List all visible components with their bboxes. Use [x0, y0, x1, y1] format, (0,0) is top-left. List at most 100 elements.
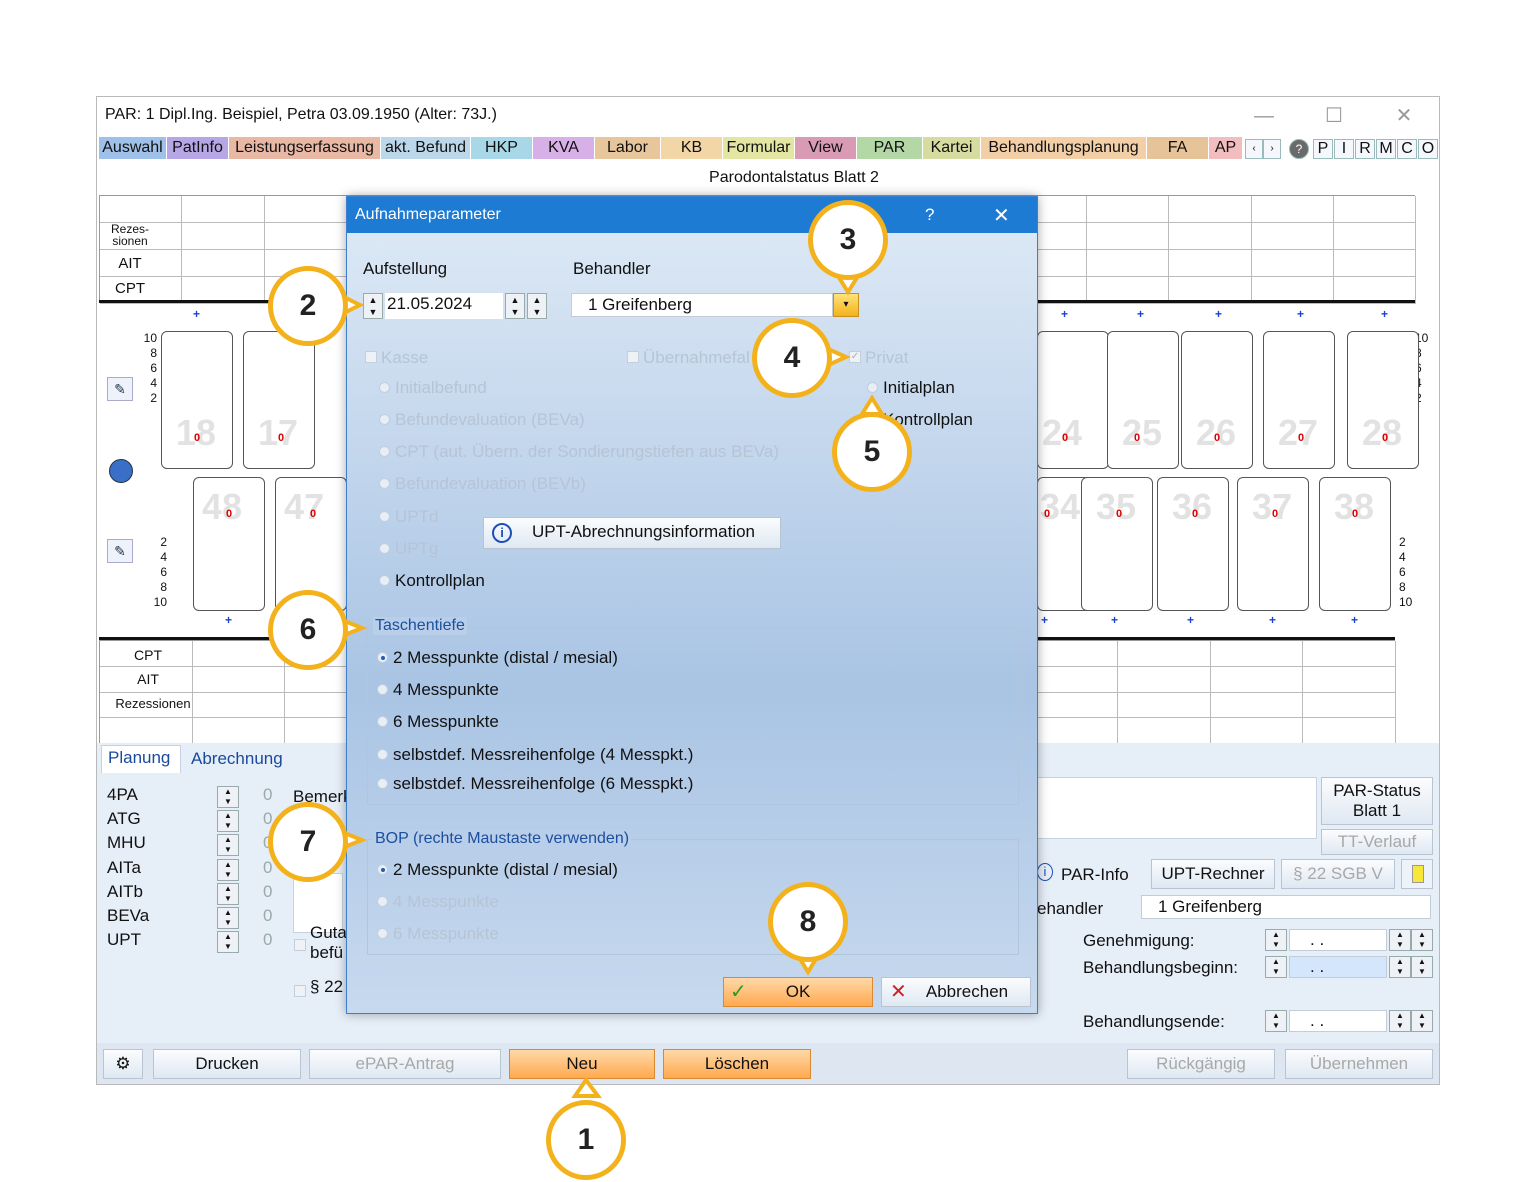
radio-tt-6mp[interactable] [377, 716, 388, 727]
grid-cell[interactable] [1118, 666, 1211, 693]
tooth-17[interactable]: 17 0 [243, 331, 315, 469]
quick-button-p[interactable]: P [1313, 139, 1333, 159]
grid-cell[interactable] [1087, 277, 1170, 304]
aufstellung-spinner-right-2[interactable]: ▲▼ [527, 293, 547, 319]
close-icon[interactable]: ✕ [1395, 105, 1413, 127]
grid-cell[interactable] [1087, 196, 1170, 223]
tab-auswahl[interactable]: Auswahl [99, 137, 167, 159]
grid-cell[interactable] [1333, 277, 1416, 304]
bop-dot-icon[interactable] [109, 459, 133, 483]
genehmigung-date-field[interactable]: . . [1289, 929, 1387, 951]
tab-kb[interactable]: KB [661, 137, 723, 159]
tab-kva[interactable]: KVA [533, 137, 595, 159]
tab-planung[interactable]: Planung [101, 745, 181, 773]
grid-cell[interactable] [100, 250, 183, 277]
grid-cell[interactable] [1333, 223, 1416, 250]
grid-cell[interactable] [1210, 641, 1304, 667]
tab-formular[interactable]: Formular [723, 137, 795, 159]
tab-leistungserfassung[interactable]: Leistungserfassung [229, 137, 381, 159]
grid-cell[interactable] [1169, 250, 1252, 277]
quick-button-o[interactable]: O [1418, 139, 1438, 159]
counter-spinner-atg[interactable]: ▲▼ [217, 810, 239, 833]
behandlungsende-spinner-2[interactable]: ▲▼ [1389, 1010, 1411, 1032]
par-status-button[interactable]: PAR-Status Blatt 1 [1321, 777, 1433, 825]
aufstellung-date-field[interactable]: 21.05.2024 [385, 293, 503, 319]
tab-scroll-right-icon[interactable]: › [1263, 139, 1281, 159]
grid-cell[interactable] [1251, 223, 1334, 250]
grid-cell[interactable] [100, 196, 183, 223]
grid-cell[interactable] [1210, 692, 1304, 719]
grid-cell[interactable] [1025, 666, 1119, 693]
counter-spinner-beva[interactable]: ▲▼ [217, 907, 239, 929]
pencil-lower-icon[interactable]: ✎ [107, 539, 133, 563]
grid-cell[interactable] [100, 692, 193, 719]
tab-scroll-left-icon[interactable]: ‹ [1245, 139, 1263, 159]
grid-cell[interactable] [1025, 641, 1119, 667]
grid-cell[interactable] [182, 277, 265, 304]
radio-kontrollplan-kasse[interactable] [379, 575, 390, 586]
grid-cell[interactable] [1004, 250, 1087, 277]
tab-behandlungsplanung[interactable]: Behandlungsplanung [981, 137, 1147, 159]
genehmigung-spinner-2[interactable]: ▲▼ [1389, 929, 1411, 951]
gutachten-checkbox[interactable] [294, 939, 306, 951]
dialog-help-icon[interactable]: ? [925, 205, 935, 224]
grid-cell[interactable] [1303, 666, 1396, 693]
grid-cell[interactable] [182, 250, 265, 277]
grid-cell[interactable] [1004, 277, 1087, 304]
abbrechen-button[interactable]: ✕ Abbrechen [881, 977, 1031, 1007]
minimize-icon[interactable]: — [1254, 105, 1274, 127]
grid-cell[interactable] [1251, 196, 1334, 223]
aufstellung-spinner-right[interactable]: ▲▼ [505, 293, 525, 319]
radio-bop-4mp[interactable] [377, 896, 388, 907]
behandlungsbeginn-spinner-2[interactable]: ▲▼ [1389, 956, 1411, 978]
tab-par[interactable]: PAR [857, 137, 923, 159]
grid-cell[interactable] [182, 196, 265, 223]
uebernahmefall-checkbox[interactable] [627, 351, 639, 363]
grid-cell[interactable] [1333, 250, 1416, 277]
tab-akt-befund[interactable]: akt. Befund [381, 137, 471, 159]
genehmigung-spinner-3[interactable]: ▲▼ [1411, 929, 1433, 951]
grid-cell[interactable] [1087, 223, 1170, 250]
notes-field[interactable] [1037, 777, 1317, 839]
dialog-close-icon[interactable]: ✕ [993, 205, 1010, 227]
tab-kartei[interactable]: Kartei [923, 137, 981, 159]
behandler-select[interactable]: 1 Greifenberg [1141, 895, 1431, 919]
counter-spinner-aitb[interactable]: ▲▼ [217, 882, 239, 905]
tt-verlauf-button[interactable]: TT-Verlauf [1321, 829, 1433, 855]
tab-hkp[interactable]: HKP [471, 137, 533, 159]
sgb-button[interactable]: § 22 SGB V [1281, 859, 1395, 889]
quick-button-r[interactable]: R [1355, 139, 1375, 159]
grid-cell[interactable] [1169, 223, 1252, 250]
behandlungsbeginn-date-field[interactable]: . . [1289, 956, 1387, 978]
tooth-18[interactable]: 18 0 [161, 331, 233, 469]
tab-patinfo[interactable]: PatInfo [167, 137, 229, 159]
tab-view[interactable]: View [795, 137, 857, 159]
radio-bop-6mp[interactable] [377, 928, 388, 939]
behandlungsbeginn-spinner-3[interactable]: ▲▼ [1411, 956, 1433, 978]
grid-cell[interactable] [1169, 277, 1252, 304]
behandlungsende-date-field[interactable]: . . [1289, 1010, 1387, 1032]
settings-gear-icon[interactable]: ⚙ [103, 1049, 143, 1079]
grid-cell[interactable] [1169, 196, 1252, 223]
pencil-icon[interactable]: ✎ [107, 377, 133, 401]
counter-spinner-upt[interactable]: ▲▼ [217, 931, 239, 954]
grid-cell[interactable] [1004, 223, 1087, 250]
quick-button-m[interactable]: M [1376, 139, 1396, 159]
grid-cell[interactable] [100, 223, 183, 250]
quick-button-c[interactable]: C [1397, 139, 1417, 159]
counter-spinner-4pa[interactable]: ▲▼ [217, 786, 239, 808]
upt-rechner-button[interactable]: UPT-Rechner [1151, 859, 1275, 889]
epar-antrag-button[interactable]: ePAR-Antrag [309, 1049, 501, 1079]
grid-cell[interactable] [1087, 250, 1170, 277]
radio-tt-2mp[interactable] [377, 652, 388, 663]
radio-initialbefund[interactable] [379, 382, 390, 393]
behandlungsende-spinner-3[interactable]: ▲▼ [1411, 1010, 1433, 1032]
grid-cell[interactable] [1210, 666, 1304, 693]
tab-fa[interactable]: FA [1147, 137, 1209, 159]
tab-labor[interactable]: Labor [595, 137, 661, 159]
radio-initialplan[interactable] [867, 382, 878, 393]
